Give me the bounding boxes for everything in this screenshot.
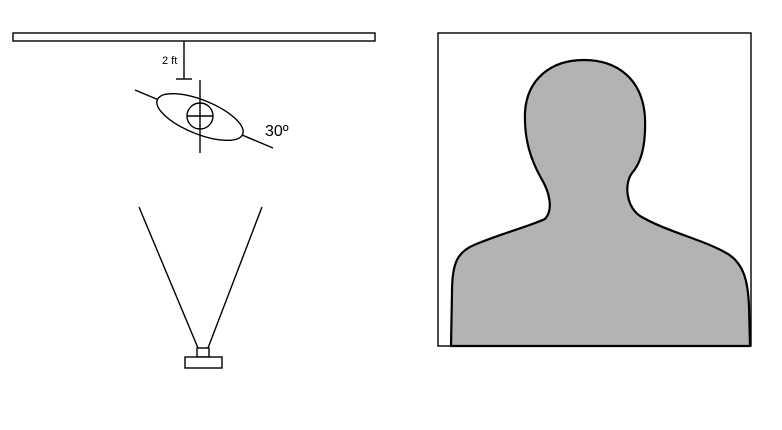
- camera-body: [184, 356, 223, 369]
- distance-label: 2 ft: [162, 55, 177, 67]
- camera-fov-left-line: [138, 206, 199, 349]
- person-silhouette: [449, 58, 752, 348]
- light-fixture: [134, 80, 274, 153]
- camera-fov-right-line: [207, 206, 263, 349]
- ceiling-bar: [12, 32, 376, 42]
- lighting-setup: 2 ft 30º: [12, 32, 376, 369]
- portrait-frame: [437, 32, 752, 348]
- camera-lens: [196, 347, 210, 358]
- angle-label: 30º: [265, 123, 289, 140]
- camera: [138, 206, 263, 369]
